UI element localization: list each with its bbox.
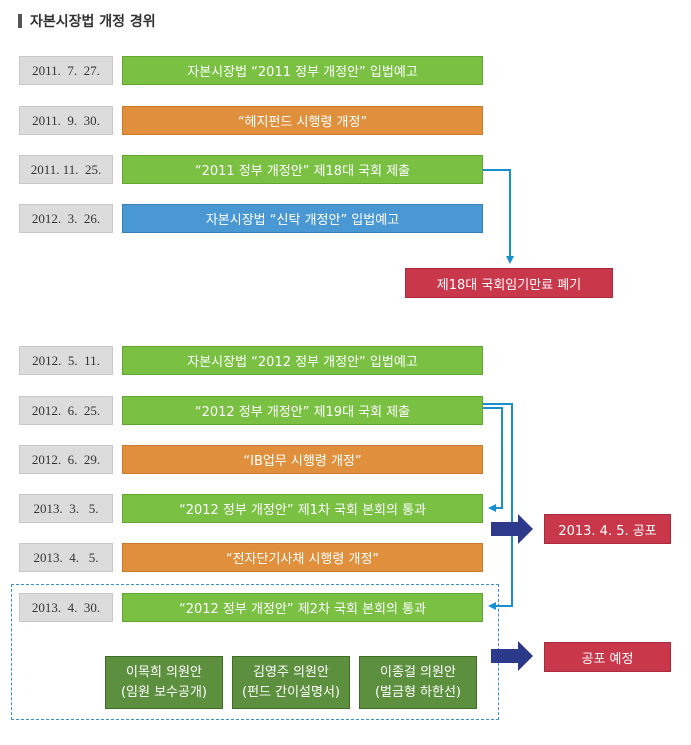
outcome-promulgated: 2013. 4. 5. 공포 [544,514,671,544]
connector-2012-to-first-pass [483,407,503,512]
bill-desc: (펀드 간이설명서) [242,684,340,700]
bill-name: 이목희 의원안 [126,664,202,680]
event-ib-decree: “IB업무 시행령 개정” [122,445,483,474]
event-2011-submission: “2011 정부 개정안” 제18대 국회 제출 [122,155,483,184]
bill-kim-youngjoo: 김영주 의원안 (펀드 간이설명서) [232,656,350,709]
title-marker [18,14,22,28]
event-2011-draft-notice: 자본시장법 “2011 정부 개정안” 입법예고 [122,56,483,85]
title-text: 자본시장법 개정 경위 [30,14,156,30]
event-short-term-bond-decree: “전자단기사채 시행령 개정” [122,543,483,572]
bill-lee-mokhee: 이목희 의원안 (임원 보수공개) [105,656,223,709]
bill-desc: (벌금형 하한선) [374,684,462,700]
connector-2012-to-second-pass [483,403,513,610]
event-2012-draft-notice: 자본시장법 “2012 정부 개정안” 입법예고 [122,346,483,375]
event-hedgefund-decree: “헤지펀드 시행령 개정” [122,106,483,135]
outcome-scheduled: 공포 예정 [544,642,671,672]
date-2011-07-27: 2011. 7. 27. [19,56,113,85]
connector-2011-to-expired [483,169,514,264]
date-2011-09-30: 2011. 9. 30. [19,106,113,135]
page-title: 자본시장법 개정 경위 [18,11,156,31]
event-first-plenary-pass: “2012 정부 개정안” 제1차 국회 본회의 통과 [122,494,483,523]
arrow-to-promulgated [491,514,533,544]
event-second-plenary-pass: “2012 정부 개정안” 제2차 국회 본회의 통과 [122,593,483,622]
arrow-to-scheduled [491,641,533,671]
date-2013-03-05: 2013. 3. 5. [19,494,113,523]
bill-desc: (임원 보수공개) [120,684,208,700]
event-2012-submission: “2012 정부 개정안” 제19대 국회 제출 [122,396,483,425]
bill-name: 김영주 의원안 [253,664,329,680]
bill-name: 이종걸 의원안 [380,664,456,680]
date-2012-05-11: 2012. 5. 11. [19,346,113,375]
date-2013-04-30: 2013. 4. 30. [19,593,113,622]
date-2012-03-26: 2012. 3. 26. [19,204,113,233]
date-2011-11-25: 2011. 11. 25. [19,155,113,184]
outcome-expired: 제18대 국회임기만료 폐기 [405,268,613,298]
date-2013-04-05: 2013. 4. 5. [19,543,113,572]
date-2012-06-29: 2012. 6. 29. [19,445,113,474]
bill-lee-jonggeol: 이종걸 의원안 (벌금형 하한선) [359,656,477,709]
date-2012-06-25: 2012. 6. 25. [19,396,113,425]
event-trust-draft-notice: 자본시장법 “신탁 개정안” 입법예고 [122,204,483,233]
